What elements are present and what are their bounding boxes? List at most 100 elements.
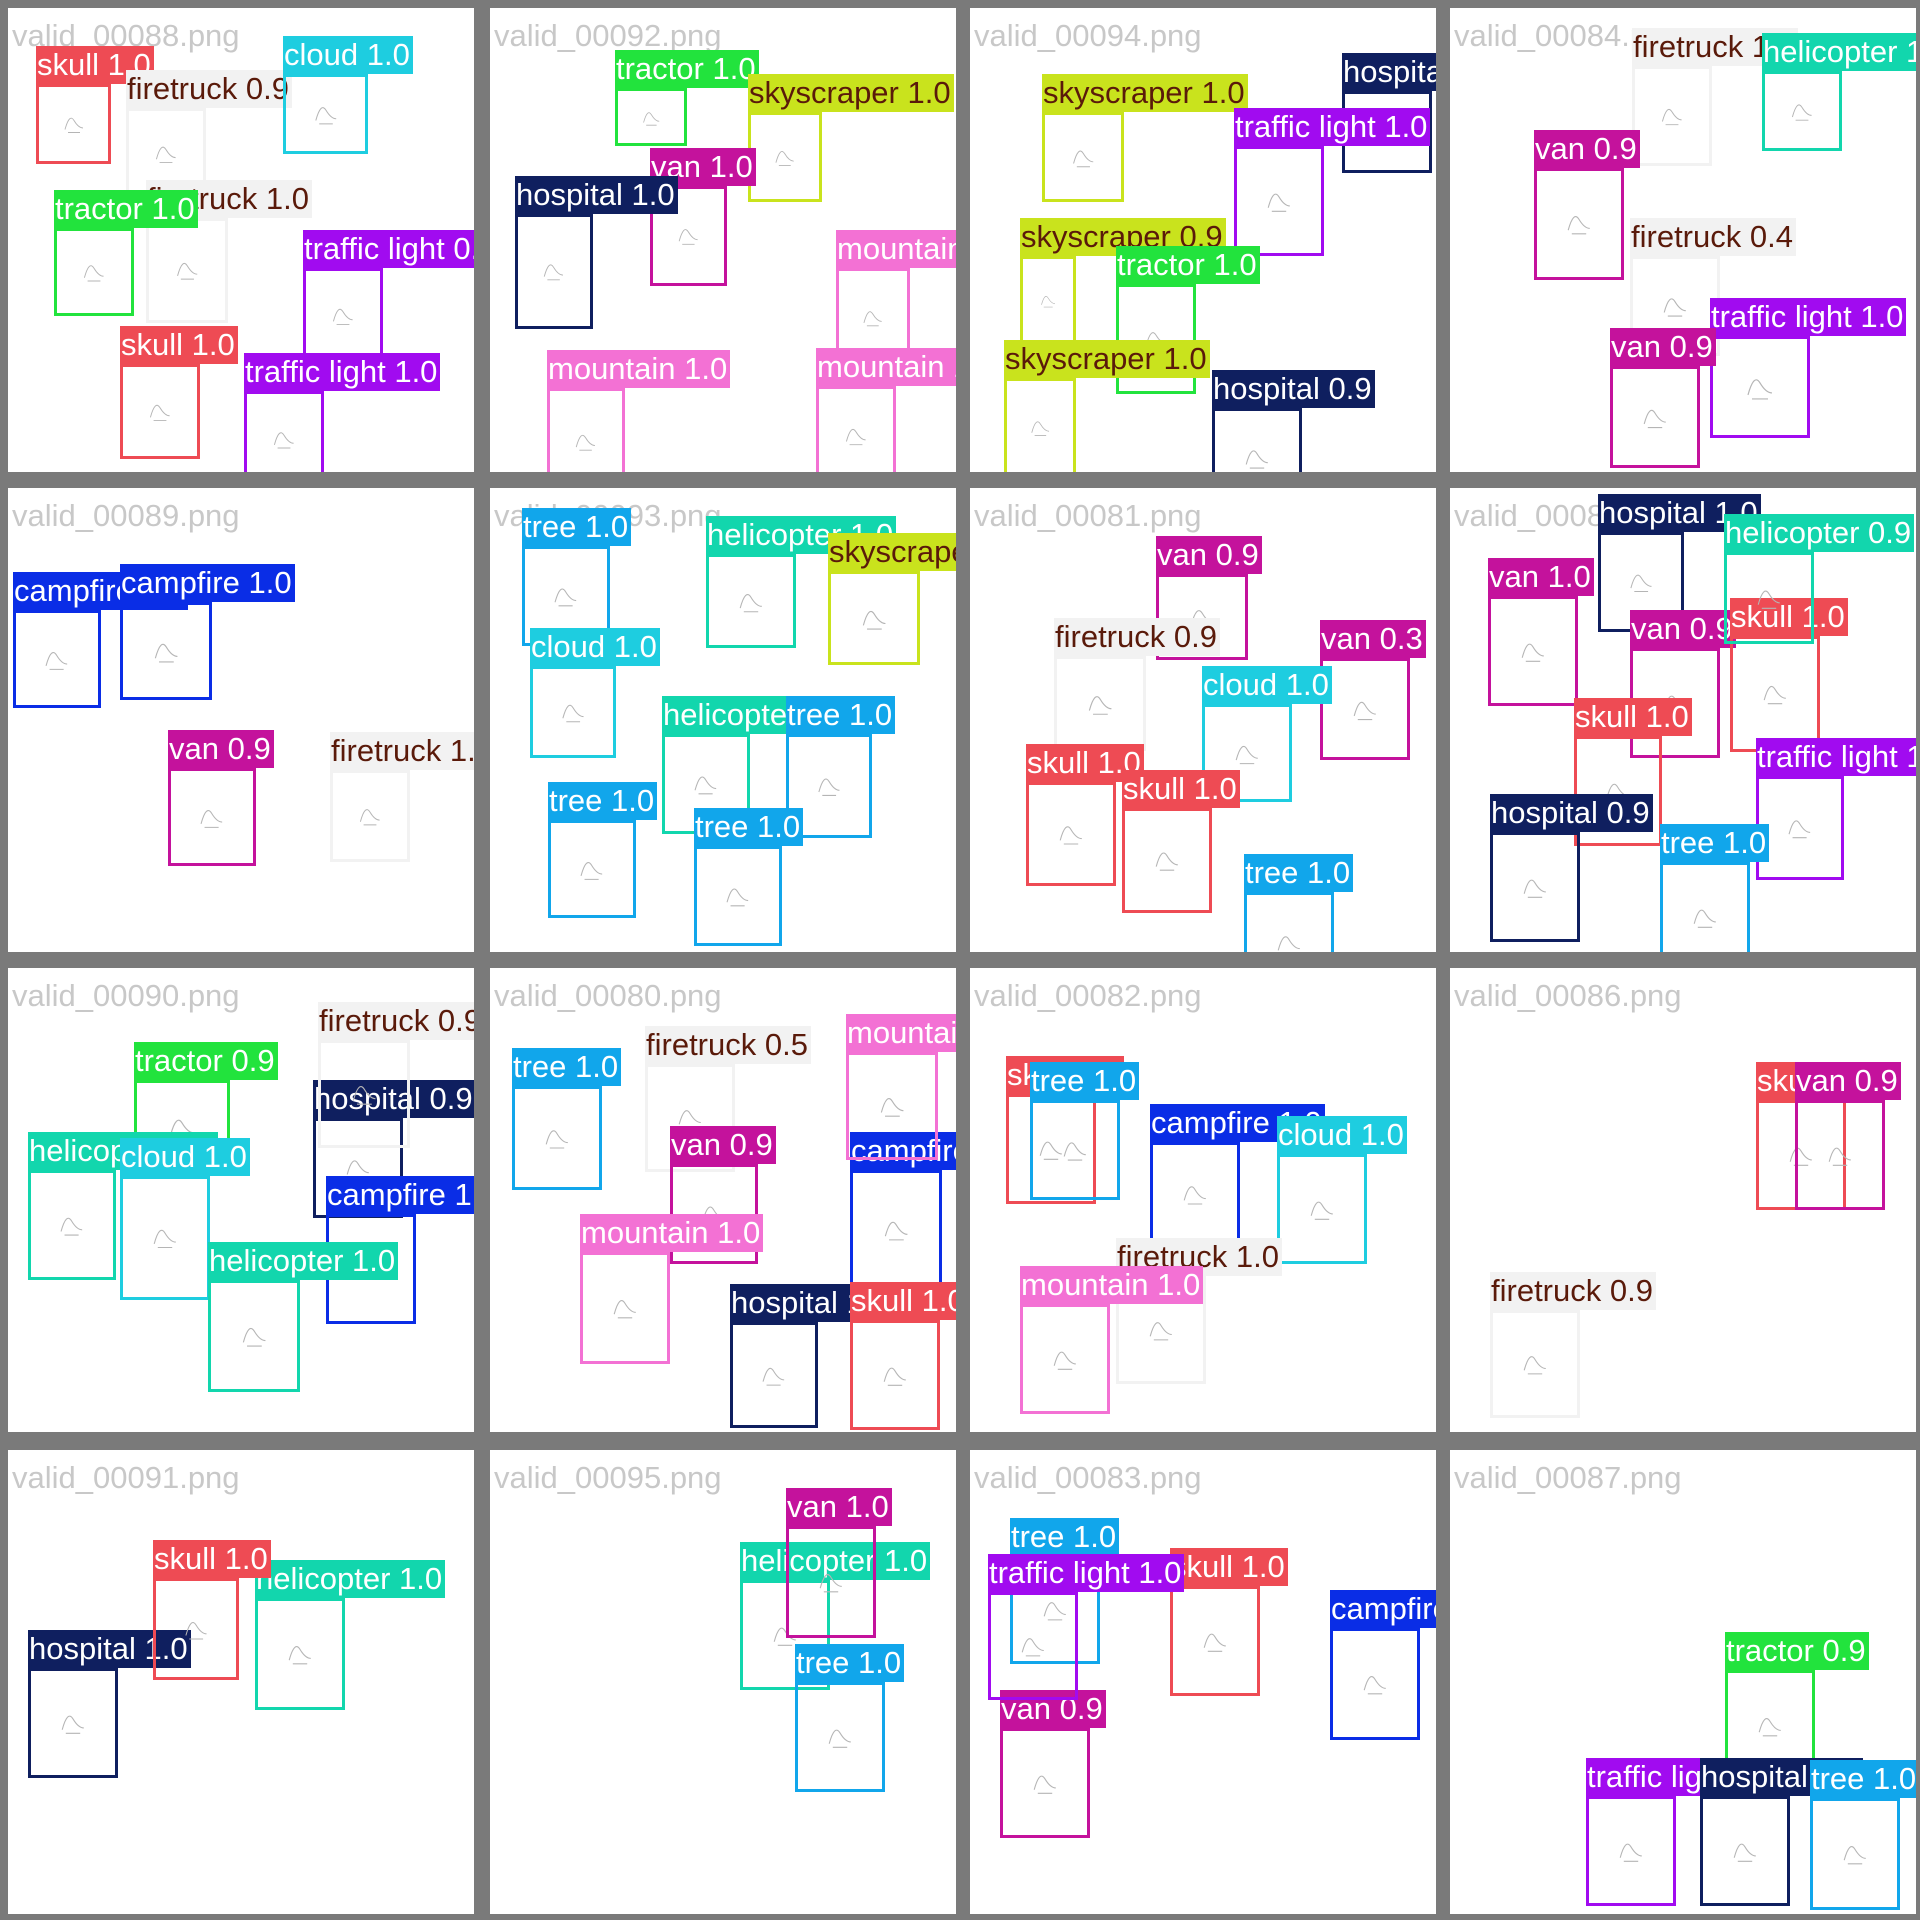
- detection-traffic-light: traffic light 1.0: [1586, 1758, 1783, 1906]
- detection-van: van 0.9: [670, 1126, 776, 1264]
- detection-van: van 1.0: [786, 1488, 892, 1638]
- detection-van: van 0.9: [1534, 130, 1640, 280]
- bounding-box: [1660, 862, 1750, 952]
- detection-label: van 0.3: [1320, 620, 1426, 658]
- bounding-box: [846, 1052, 938, 1160]
- detection-skull: skull 1.0: [1026, 744, 1144, 886]
- sketch-doodle: [176, 263, 197, 280]
- detection-label: skull 1.0: [850, 1282, 956, 1320]
- tile-filename: valid_00090.png: [12, 978, 240, 1013]
- detection-label: tree 1.0: [548, 782, 658, 820]
- detection-firetruck: firetruck 1.0: [146, 180, 312, 323]
- bounding-box: [1202, 704, 1292, 802]
- sketch-doodle: [828, 1729, 851, 1748]
- detection-label: mountain 1.0: [836, 230, 956, 268]
- detection-label: skyscraper 1.0: [1042, 74, 1248, 112]
- detection-skyscraper: skyscraper 1.0: [748, 74, 954, 202]
- detection-hospital: hospital 1.0: [1700, 1758, 1863, 1906]
- detection-tree: tree 1.0: [786, 696, 896, 838]
- sketch-doodle: [1567, 216, 1590, 235]
- sketch-doodle: [544, 264, 564, 281]
- detection-traffic-light: traffic light 1.0: [244, 353, 441, 472]
- sketch-doodle: [562, 704, 584, 723]
- detection-label: cloud 1.0: [530, 628, 660, 666]
- detection-traffic-light: traffic light 1.0: [988, 1554, 1185, 1700]
- bounding-box: [318, 1040, 410, 1148]
- sketch-doodle: [1043, 1602, 1066, 1621]
- detection-label: skull 1.0: [1122, 770, 1240, 808]
- sketch-doodle: [185, 1621, 207, 1639]
- detection-label: helicopter 1.0: [255, 1560, 446, 1598]
- bounding-box: [1004, 378, 1076, 472]
- detection-label: mountain 1.0: [1020, 1266, 1204, 1304]
- detection-firetruck: firetruck 0.9: [1054, 618, 1220, 751]
- detection-label: firetruck 0.9: [1490, 1272, 1656, 1310]
- bounding-box: [512, 1086, 602, 1190]
- detection-label: campfire 1.0: [120, 564, 295, 602]
- detection-mountain: mountain 1.0: [547, 350, 731, 472]
- bounding-box: [786, 734, 872, 838]
- sketch-doodle: [1788, 820, 1811, 839]
- bounding-box: [645, 1064, 735, 1172]
- detection-label: tree 1.0: [1660, 824, 1770, 862]
- detection-tree: tree 1.0: [795, 1644, 905, 1792]
- sketch-doodle: [1033, 1775, 1056, 1794]
- detection-label: firetruck 1.0: [330, 732, 474, 770]
- detection-van: van 0.9: [1630, 610, 1736, 758]
- detection-label: hospital 0.9: [1212, 370, 1375, 408]
- detection-label: van 0.9: [670, 1126, 776, 1164]
- detection-label: skyscraper 1.0: [1004, 340, 1210, 378]
- detection-skull: skull 1.0: [850, 1282, 956, 1430]
- sketch-doodle: [1758, 1718, 1781, 1737]
- bounding-box: [255, 1598, 345, 1710]
- sketch-doodle: [1747, 378, 1773, 400]
- bounding-box: [1212, 408, 1302, 472]
- bounding-box: [28, 1170, 116, 1280]
- bounding-box: [120, 602, 212, 700]
- detection-label: firetruck 0.5: [645, 1026, 811, 1064]
- sketch-doodle: [154, 643, 178, 662]
- bounding-box: [795, 1682, 885, 1792]
- bounding-box: [1000, 1728, 1090, 1838]
- bounding-box: [1234, 146, 1324, 256]
- detection-label: skyscraper 0.8: [828, 533, 956, 571]
- sketch-doodle: [1733, 1843, 1756, 1862]
- detection-label: mountain 1.0: [816, 348, 956, 386]
- detection-cloud: cloud 1.0: [530, 628, 660, 758]
- sketch-doodle: [883, 1367, 906, 1386]
- sketch-doodle: [1523, 879, 1546, 898]
- detection-cloud: cloud 1.0: [283, 36, 413, 154]
- detection-label: tree 1.0: [1810, 1760, 1916, 1798]
- sketch-doodle: [1245, 450, 1268, 469]
- detection-label: traffic light 1.0: [1756, 738, 1916, 776]
- detection-label: tree 1.0: [1010, 1518, 1120, 1556]
- detection-label: van 0.9: [1000, 1690, 1106, 1728]
- sketch-doodle: [1235, 745, 1258, 764]
- sketch-doodle: [83, 265, 104, 282]
- sketch-doodle: [64, 117, 83, 133]
- sketch-doodle: [273, 432, 294, 449]
- detection-label: van 0.9: [1630, 610, 1736, 648]
- sketch-doodle: [1619, 1843, 1642, 1862]
- bounding-box: [828, 571, 920, 665]
- sketch-doodle: [1063, 1142, 1086, 1161]
- sketch-doodle: [613, 1300, 636, 1319]
- detection-label: mountain 1.0: [547, 350, 731, 388]
- sketch-doodle: [60, 1217, 83, 1236]
- sketch-doodle: [818, 778, 840, 796]
- sketch-doodle: [1693, 909, 1716, 928]
- bounding-box: [28, 1668, 118, 1778]
- detection-cloud: cloud 1.0: [1202, 666, 1332, 802]
- bounding-box: [650, 186, 727, 286]
- detection-label: tree 1.0: [1030, 1062, 1140, 1100]
- bounding-box: [1610, 366, 1700, 468]
- tile-filename: valid_00091.png: [12, 1460, 240, 1495]
- sketch-doodle: [1828, 1147, 1851, 1166]
- sketch-doodle: [884, 1221, 908, 1241]
- bounding-box: [530, 666, 616, 758]
